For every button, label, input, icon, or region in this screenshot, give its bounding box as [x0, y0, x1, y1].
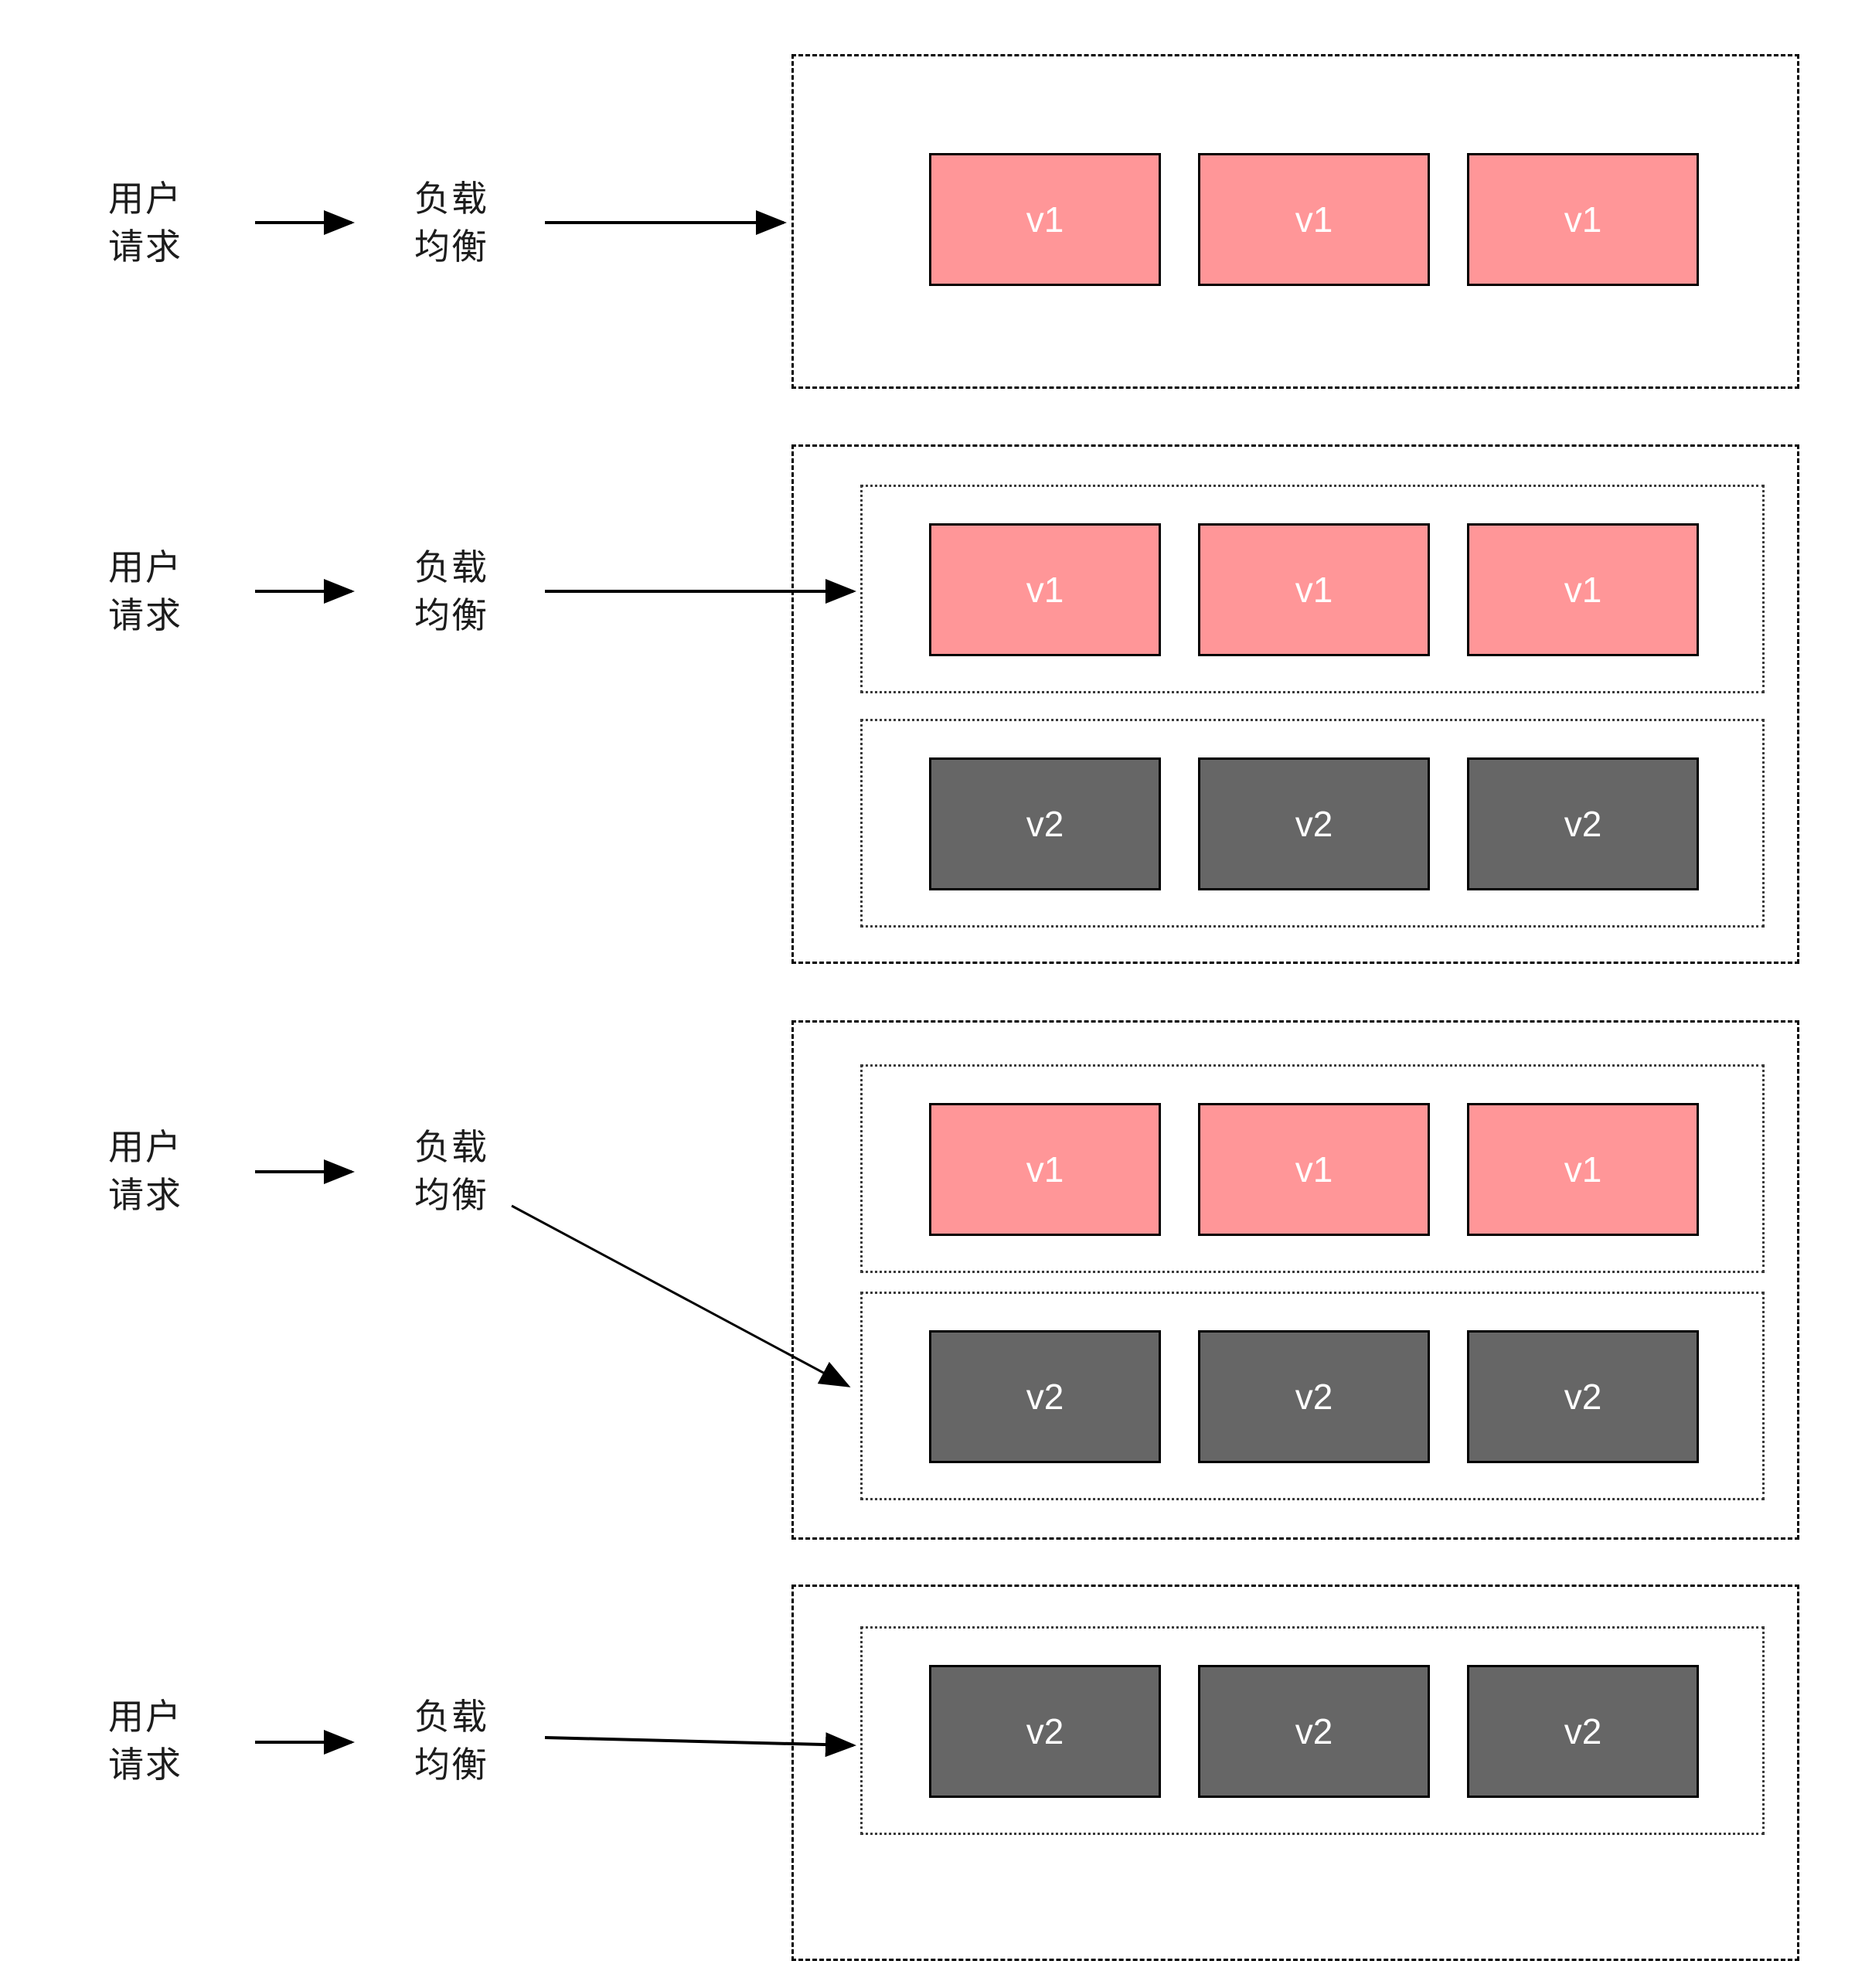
load-balancer-label-stage2: 负载 均衡	[414, 543, 488, 639]
node-label: v2	[1295, 1377, 1333, 1417]
node-label: v1	[1026, 1149, 1064, 1190]
node-v1: v1	[929, 523, 1161, 656]
node-label: v2	[1564, 804, 1602, 844]
load-balancer-line2: 均衡	[414, 1175, 488, 1215]
user-request-line1: 用户	[108, 547, 182, 587]
node-v2: v2	[1467, 1330, 1699, 1463]
node-label: v1	[1564, 1149, 1602, 1190]
node-label: v1	[1564, 570, 1602, 610]
node-v1: v1	[1198, 153, 1430, 286]
cluster-box-stage2: v1 v1 v1 v2 v2 v2	[791, 444, 1799, 964]
v2-group-stage2: v2 v2 v2	[860, 719, 1765, 928]
node-label: v1	[1295, 1149, 1333, 1190]
node-v1: v1	[1467, 1103, 1699, 1236]
node-label: v2	[1295, 804, 1333, 844]
node-label: v1	[1564, 199, 1602, 240]
node-v1: v1	[1467, 523, 1699, 656]
node-v2: v2	[1467, 1665, 1699, 1798]
node-v1: v1	[1198, 523, 1430, 656]
load-balancer-line1: 负载	[414, 547, 488, 587]
user-request-label-stage2: 用户 请求	[108, 543, 182, 639]
node-label: v2	[1564, 1377, 1602, 1417]
node-label: v2	[1026, 1711, 1064, 1751]
load-balancer-line2: 均衡	[414, 1745, 488, 1785]
node-v2: v2	[1198, 1330, 1430, 1463]
node-label: v1	[1026, 199, 1064, 240]
user-request-label-stage1: 用户 请求	[108, 175, 182, 271]
node-v2: v2	[929, 1665, 1161, 1798]
v2-group-stage4: v2 v2 v2	[860, 1626, 1765, 1835]
user-request-label-stage3: 用户 请求	[108, 1123, 182, 1219]
user-request-line1: 用户	[108, 179, 182, 219]
node-label: v1	[1026, 570, 1064, 610]
user-request-line2: 请求	[108, 226, 182, 267]
node-label: v2	[1026, 1377, 1064, 1417]
node-v1: v1	[929, 153, 1161, 286]
v2-group-stage3: v2 v2 v2	[860, 1292, 1765, 1500]
cluster-box-stage3: v1 v1 v1 v2 v2 v2	[791, 1020, 1799, 1540]
user-request-line1: 用户	[108, 1127, 182, 1167]
node-v1: v1	[929, 1103, 1161, 1236]
load-balancer-label-stage1: 负载 均衡	[414, 175, 488, 271]
user-request-line1: 用户	[108, 1697, 182, 1737]
node-label: v1	[1295, 199, 1333, 240]
cluster-box-stage4: v2 v2 v2	[791, 1585, 1799, 1961]
v1-group-stage3: v1 v1 v1	[860, 1064, 1765, 1273]
node-v1: v1	[1198, 1103, 1430, 1236]
user-request-line2: 请求	[108, 1175, 182, 1215]
user-request-label-stage4: 用户 请求	[108, 1693, 182, 1789]
v1-group-stage2: v1 v1 v1	[860, 485, 1765, 693]
node-v2: v2	[929, 1330, 1161, 1463]
cluster-box-stage1: v1 v1 v1	[791, 54, 1799, 389]
load-balancer-label-stage3: 负载 均衡	[414, 1123, 488, 1219]
node-label: v2	[1564, 1711, 1602, 1751]
load-balancer-label-stage4: 负载 均衡	[414, 1693, 488, 1789]
node-v2: v2	[1467, 757, 1699, 890]
node-v2: v2	[1198, 757, 1430, 890]
load-balancer-line2: 均衡	[414, 226, 488, 267]
node-v2: v2	[929, 757, 1161, 890]
load-balancer-line1: 负载	[414, 179, 488, 219]
load-balancer-line1: 负载	[414, 1697, 488, 1737]
load-balancer-line1: 负载	[414, 1127, 488, 1167]
user-request-line2: 请求	[108, 595, 182, 635]
node-label: v2	[1295, 1711, 1333, 1751]
node-label: v1	[1295, 570, 1333, 610]
node-v1: v1	[1467, 153, 1699, 286]
node-label: v2	[1026, 804, 1064, 844]
node-v2: v2	[1198, 1665, 1430, 1798]
load-balancer-line2: 均衡	[414, 595, 488, 635]
user-request-line2: 请求	[108, 1745, 182, 1785]
